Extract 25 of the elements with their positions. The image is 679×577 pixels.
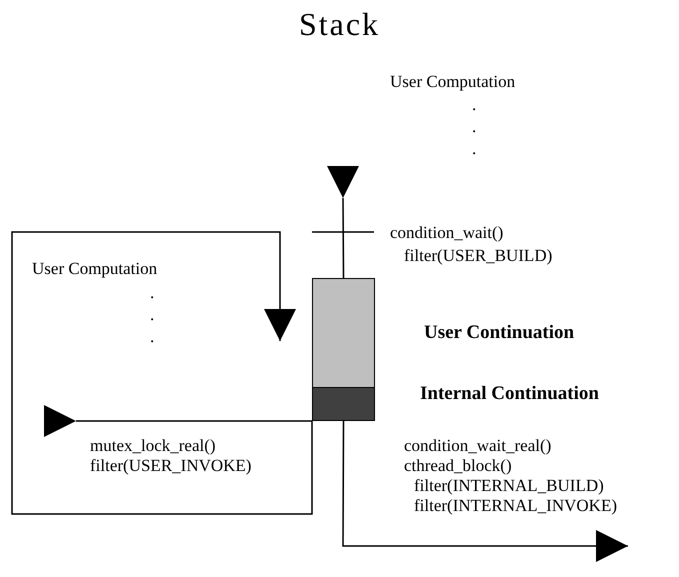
internal-continuation-block xyxy=(312,387,375,421)
diagram-title: Stack xyxy=(298,6,382,42)
ellipsis-dot: . xyxy=(472,139,476,159)
annotation-text: User Computation xyxy=(390,72,516,92)
ellipsis-dot: . xyxy=(150,283,154,303)
annotation-text: cthread_block() xyxy=(404,456,512,476)
annotation-text: condition_wait() xyxy=(390,223,504,243)
arrow xyxy=(327,166,359,278)
annotation-text: User Computation xyxy=(32,259,158,279)
ellipsis-dot: . xyxy=(150,305,154,325)
user-continuation-block xyxy=(312,278,375,388)
ellipsis-dot: . xyxy=(472,117,476,137)
annotation-text: mutex_lock_real() xyxy=(90,436,216,456)
arrow xyxy=(44,405,312,437)
annotation-text: condition_wait_real() xyxy=(404,436,552,456)
annotation-text: filter(INTERNAL_BUILD) xyxy=(414,476,604,496)
loop-arrow xyxy=(11,231,313,515)
annotation-text: filter(USER_INVOKE) xyxy=(90,456,252,476)
ellipsis-dot: . xyxy=(472,95,476,115)
annotation-text: filter(INTERNAL_INVOKE) xyxy=(414,496,617,516)
arrow xyxy=(342,421,628,562)
annotation-text: filter(USER_BUILD) xyxy=(404,246,552,266)
block-caption: Internal Continuation xyxy=(420,383,599,405)
ellipsis-dot: . xyxy=(150,327,154,347)
block-caption: User Continuation xyxy=(424,322,574,344)
